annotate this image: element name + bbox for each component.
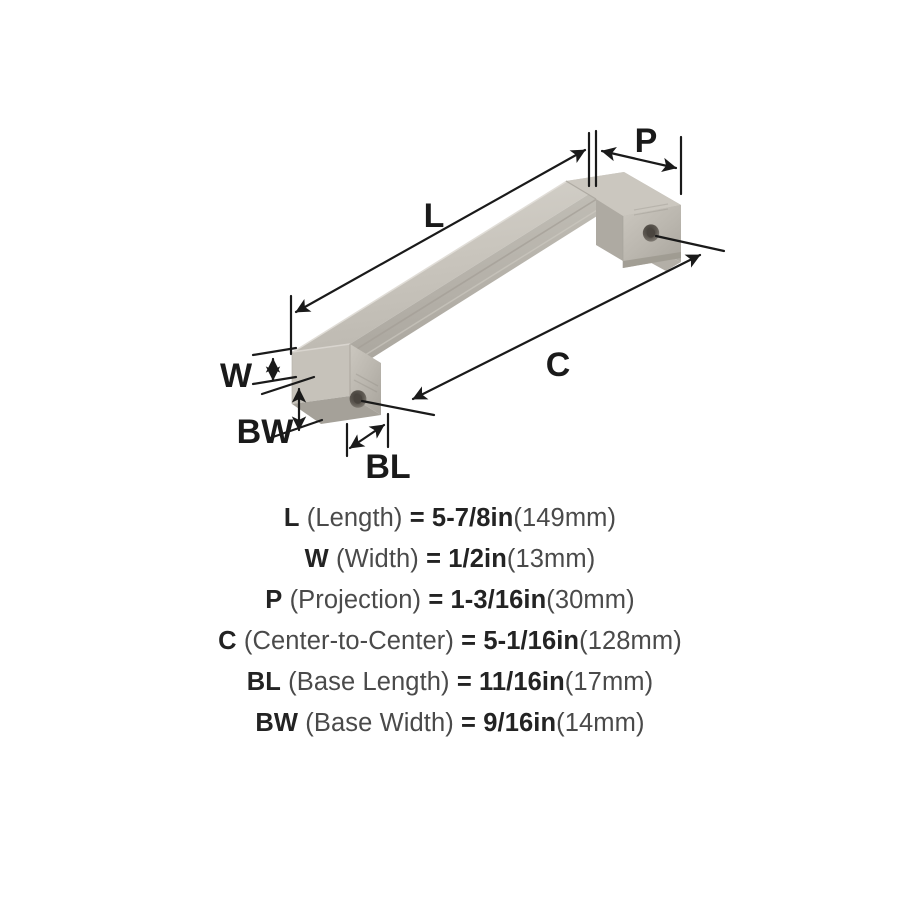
legend-equals: =: [409, 504, 425, 532]
legend-metric: (17mm): [564, 668, 654, 696]
legend-equals: =: [426, 545, 442, 573]
length-label: L: [424, 197, 445, 235]
length-arrow: [294, 148, 587, 314]
legend-metric: (30mm): [546, 586, 635, 614]
right-end-block: [565, 172, 681, 268]
legend-symbol: P: [265, 586, 283, 614]
width-extension-bottom: [251, 375, 298, 386]
legend-row-projection: P (Projection) = 1-3/16in(30mm): [0, 580, 900, 621]
legend-metric: (14mm): [556, 709, 645, 737]
legend-symbol: C: [218, 627, 237, 655]
legend-name: (Projection): [289, 586, 422, 614]
product-illustration: [291, 172, 681, 424]
legend-symbol: W: [304, 545, 329, 573]
legend-symbol: L: [283, 504, 300, 532]
basewidth-extension-top: [260, 375, 316, 396]
ctc-leader-right: [654, 234, 726, 253]
legend-equals: =: [461, 709, 477, 737]
legend-equals: =: [456, 668, 472, 696]
ctc-arrow: [411, 253, 702, 401]
legend-metric: (128mm): [579, 627, 682, 655]
base-length-label: BL: [365, 448, 410, 486]
legend-metric: (13mm): [506, 545, 596, 573]
left-end-block: [291, 343, 381, 424]
legend-row-center-to-center: C (Center-to-Center) = 5-1/16in(128mm): [0, 621, 900, 662]
legend-row-base-length: BL (Base Length) = 11/16in(17mm): [0, 662, 900, 703]
projection-dimension: [594, 129, 683, 196]
projection-arrow: [600, 146, 678, 173]
legend-name: (Length): [306, 504, 403, 532]
legend-imperial: 11/16in: [479, 668, 565, 696]
legend-name: (Width): [336, 545, 419, 573]
width-dimension: [251, 346, 298, 386]
baselength-arrow: [348, 423, 386, 450]
legend-equals: =: [428, 586, 444, 614]
legend-imperial: 1-3/16in: [450, 586, 547, 614]
width-extension-top: [251, 346, 298, 357]
legend-row-width: W (Width) = 1/2in(13mm): [0, 539, 900, 580]
legend-metric: (149mm): [513, 504, 617, 532]
base-width-dimension: [260, 375, 324, 440]
base-length-dimension: [345, 412, 390, 458]
center-to-center-label: C: [546, 346, 571, 384]
legend-imperial: 9/16in: [483, 709, 557, 737]
legend-symbol: BL: [246, 668, 281, 696]
ctc-leader-left: [360, 399, 436, 417]
legend-imperial: 5-1/16in: [483, 627, 580, 655]
dimension-legend: L (Length) = 5-7/8in(149mm) W (Width) = …: [0, 498, 900, 744]
center-to-center-dimension: [360, 234, 726, 417]
legend-imperial: 5-7/8in: [431, 504, 514, 532]
legend-row-base-width: BW (Base Width) = 9/16in(14mm): [0, 703, 900, 744]
legend-equals: =: [461, 627, 477, 655]
base-width-label: BW: [237, 413, 295, 451]
width-label: W: [220, 357, 253, 395]
legend-symbol: BW: [255, 709, 299, 737]
legend-row-length: L (Length) = 5-7/8in(149mm): [0, 498, 900, 539]
legend-name: (Center-to-Center): [243, 627, 454, 655]
legend-imperial: 1/2in: [448, 545, 507, 573]
legend-name: (Base Length): [288, 668, 450, 696]
projection-label: P: [635, 122, 658, 160]
legend-name: (Base Width): [305, 709, 454, 737]
length-dimension: [289, 131, 591, 356]
